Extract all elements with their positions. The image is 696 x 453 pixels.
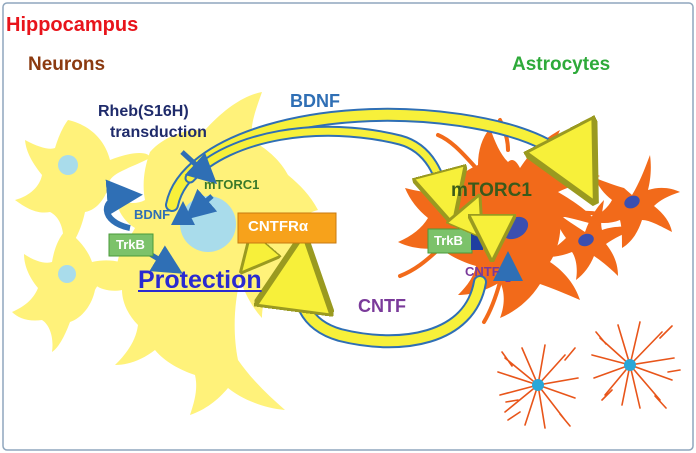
- cntfra-box: [237, 212, 337, 244]
- rheb-label: Rheb(S16H): [98, 103, 189, 120]
- cntf-arrow-label: CNTF: [358, 296, 406, 316]
- cntf-astrocyte-label: CNTF: [465, 264, 500, 279]
- bdnf-arrow-branch: [186, 127, 448, 205]
- small-astrocyte-2: [591, 321, 681, 409]
- mtorc1-to-bdnf-arrow: [184, 188, 218, 220]
- trkb-receptor-bar: [471, 228, 483, 250]
- nucleus-icon: [58, 265, 76, 283]
- neurons-label: Neurons: [28, 54, 106, 75]
- nucleus-icon: [532, 379, 544, 391]
- small-neuron-bottom: [12, 230, 130, 352]
- small-neuron-top: [15, 120, 150, 255]
- trkb-astrocyte-label: TrkB: [434, 233, 463, 248]
- astrocyte-middle: [542, 200, 636, 280]
- mtorc1-astrocyte-label: mTORC1: [451, 180, 532, 201]
- protection-label: Protection: [138, 266, 262, 294]
- bdnf-arrow-label: BDNF: [290, 91, 340, 111]
- transduction-label: transduction: [110, 124, 207, 141]
- nucleus-icon: [180, 196, 236, 252]
- region-title: Hippocampus: [6, 14, 139, 36]
- nucleus-icon: [578, 233, 594, 247]
- trkb-neuron-label: TrkB: [116, 237, 145, 252]
- bdnf-autocrine-arrow: [103, 179, 143, 231]
- nucleus-icon: [58, 155, 78, 175]
- mtorc1-neuron-label: mTORC1: [204, 177, 260, 192]
- cntfra-label: CNTFRα: [248, 218, 309, 235]
- small-astrocyte-1: [497, 344, 579, 429]
- nucleus-icon: [624, 359, 636, 371]
- bdnf-neuron-label: BDNF: [134, 207, 171, 222]
- cntf-arrow: [299, 262, 485, 347]
- astrocyte-right: [590, 155, 680, 248]
- rheb-to-mtorc1-arrow: [180, 150, 218, 185]
- cntfra-to-protection-arrow: [250, 248, 262, 262]
- astrocytes-label: Astrocytes: [512, 54, 611, 75]
- trkb-box-neuron: [108, 233, 154, 257]
- nucleus-icon: [624, 195, 640, 209]
